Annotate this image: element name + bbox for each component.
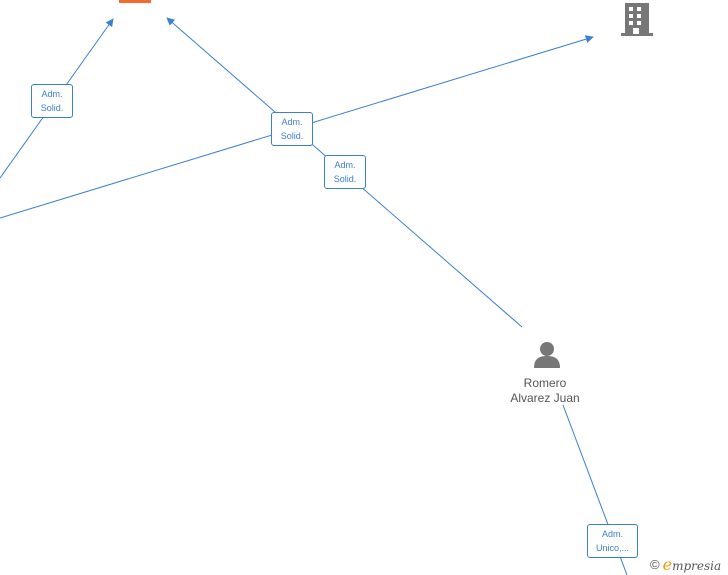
- building-icon[interactable]: [621, 3, 653, 36]
- relation-label-adm-unico[interactable]: Adm. Unico,...: [587, 524, 638, 558]
- brand-name: mpresia: [672, 558, 722, 573]
- relation-label-adm-solid[interactable]: Adm. Solid.: [271, 112, 313, 146]
- brand-logo: © empresia: [650, 554, 722, 574]
- relation-label-line1: Adm.: [601, 529, 623, 539]
- person-name-line2: Alvarez Juan: [510, 391, 580, 405]
- relation-label-line2: Solid.: [333, 174, 357, 184]
- person-name-line1: Romero: [523, 376, 567, 390]
- relation-label-line2: Solid.: [40, 103, 64, 113]
- relation-label-line2: Solid.: [280, 131, 304, 141]
- brand-e: e: [662, 554, 673, 574]
- person-icon[interactable]: [534, 342, 560, 368]
- company-icon[interactable]: [119, 0, 151, 3]
- relation-label-line1: Adm.: [41, 89, 63, 99]
- relation-label-line1: Adm.: [281, 117, 303, 127]
- person-name[interactable]: Romero Alvarez Juan: [485, 376, 605, 406]
- relation-label-line2: Unico,...: [595, 543, 629, 553]
- relation-label-line1: Adm.: [334, 160, 356, 170]
- relation-label-adm-solid[interactable]: Adm. Solid.: [31, 84, 73, 118]
- relation-label-adm-solid[interactable]: Adm. Solid.: [324, 155, 366, 189]
- copyright-icon: ©: [650, 556, 660, 572]
